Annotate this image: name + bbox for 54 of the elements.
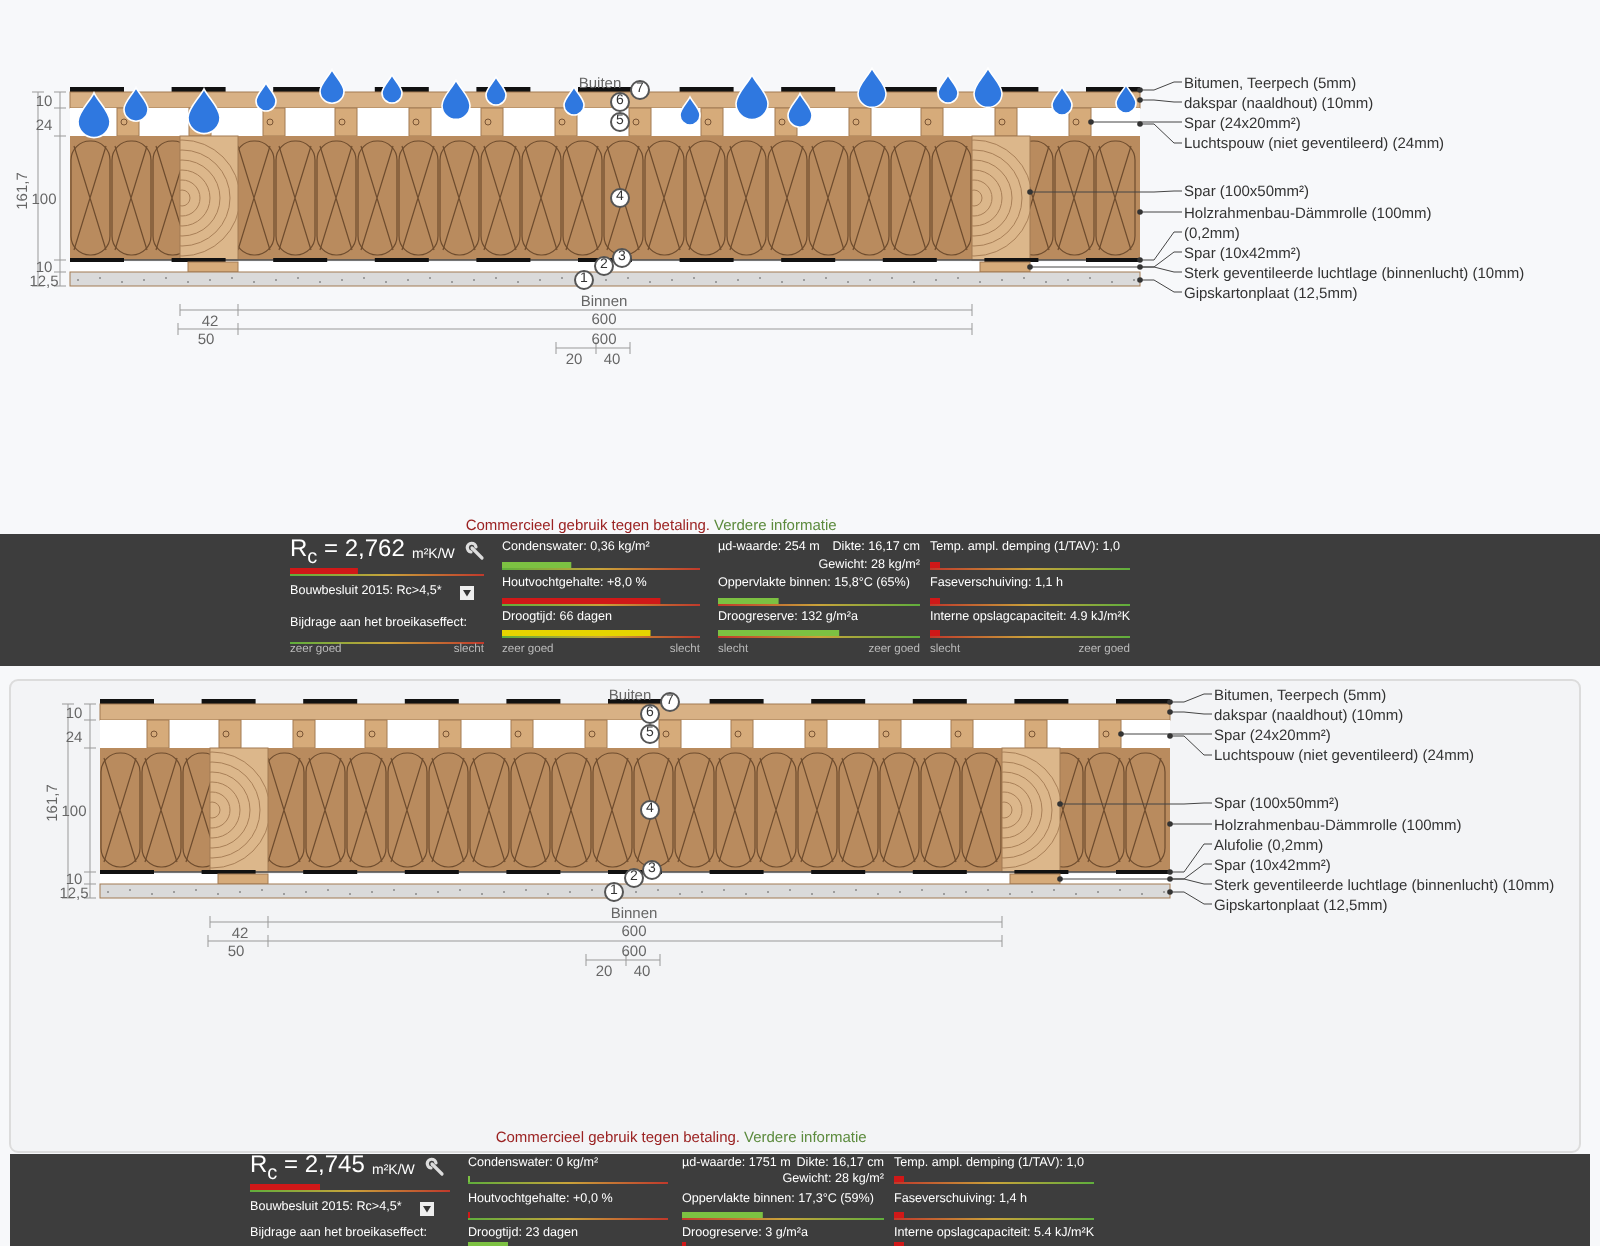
- leader-line: [1167, 733, 1213, 756]
- leader-line: [1027, 251, 1183, 270]
- leader-line: [1057, 863, 1213, 882]
- leader-line: [1167, 821, 1213, 827]
- batten: [438, 719, 462, 749]
- leader-line: [1137, 231, 1183, 263]
- leader-line: [1057, 801, 1213, 807]
- leader-line: [1167, 693, 1213, 705]
- batten: [878, 719, 902, 749]
- batten: [848, 107, 872, 137]
- batten: [1009, 873, 1061, 885]
- batten: [1098, 719, 1122, 749]
- leader-line: [1167, 843, 1213, 875]
- leader-line: [1027, 189, 1183, 195]
- roof-plank: [99, 703, 1171, 721]
- batten: [979, 261, 1031, 273]
- leader-line: [1137, 264, 1183, 273]
- plasterboard: [99, 883, 1171, 899]
- leader-line: [1088, 119, 1183, 125]
- leader-line: [1137, 121, 1183, 144]
- batten: [920, 107, 944, 137]
- leader-line: [1167, 709, 1213, 715]
- batten: [408, 107, 432, 137]
- batten: [804, 719, 828, 749]
- batten: [510, 719, 534, 749]
- batten: [334, 107, 358, 137]
- batten: [700, 107, 724, 137]
- batten: [730, 719, 754, 749]
- leader-line: [1137, 81, 1183, 93]
- batten: [480, 107, 504, 137]
- batten: [658, 719, 682, 749]
- batten: [364, 719, 388, 749]
- batten: [187, 261, 239, 273]
- batten: [292, 719, 316, 749]
- rc-value: R$_{c}$ = 2,762: [290, 536, 405, 571]
- leader-line: [1137, 277, 1183, 293]
- batten: [146, 719, 170, 749]
- batten: [1068, 107, 1092, 137]
- batten: [994, 107, 1018, 137]
- batten: [584, 719, 608, 749]
- leader-line: [1137, 97, 1183, 103]
- batten: [950, 719, 974, 749]
- batten: [1024, 719, 1048, 749]
- air-gap: [100, 719, 1170, 749]
- batten: [262, 107, 286, 137]
- leader-line: [1118, 731, 1213, 737]
- batten: [628, 107, 652, 137]
- batten: [218, 719, 242, 749]
- leader-line: [1167, 889, 1213, 905]
- plasterboard: [69, 271, 1141, 287]
- leader-line: [1137, 209, 1183, 215]
- rc-value: R$_{c}$ = 2,745: [250, 1152, 365, 1187]
- batten: [217, 873, 269, 885]
- leader-line: [1167, 876, 1213, 885]
